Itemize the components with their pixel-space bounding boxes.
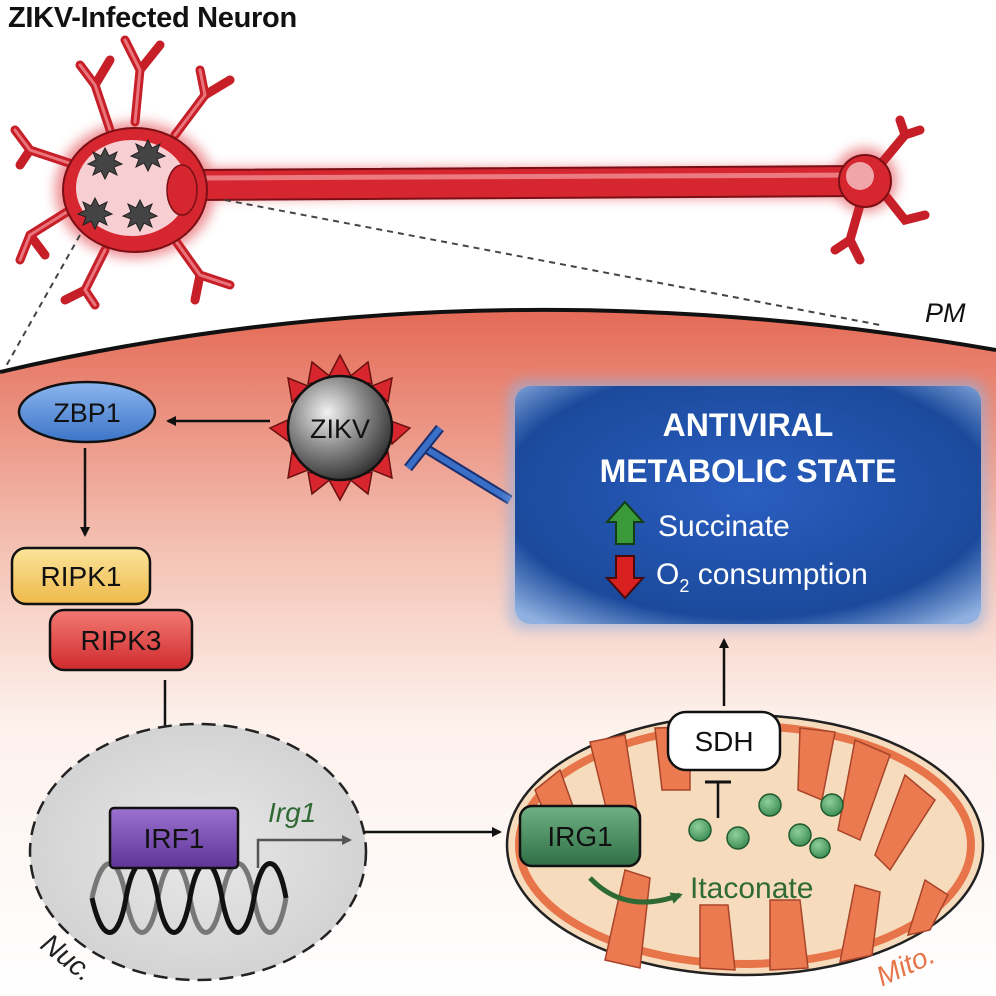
itaconate-label: Itaconate bbox=[690, 872, 813, 905]
up-arrow-icon bbox=[604, 500, 646, 545]
irf1-node: IRF1 bbox=[108, 806, 240, 870]
antiviral-state-box: ANTIVIRAL METABOLIC STATE Succinate O2 c… bbox=[508, 380, 986, 630]
o2-consumption-label: O2 consumption bbox=[656, 558, 868, 596]
succinate-label: Succinate bbox=[658, 510, 790, 543]
dna-helix bbox=[89, 861, 289, 935]
zoom-lines bbox=[4, 199, 881, 369]
antiviral-title-line2: METABOLIC STATE bbox=[600, 453, 897, 489]
irg1-gene-label: Irg1 bbox=[268, 797, 316, 828]
neuron-illustration bbox=[10, 35, 930, 310]
irf1-label: IRF1 bbox=[144, 823, 205, 854]
zbp1-label: ZBP1 bbox=[53, 398, 121, 428]
irg1-protein-node: IRG1 bbox=[518, 804, 642, 868]
sdh-label: SDH bbox=[694, 726, 753, 757]
itaconate-molecules bbox=[688, 793, 844, 859]
zikv-particle: ZIKV bbox=[268, 353, 412, 502]
irg1-produces-itaconate-arrow bbox=[588, 876, 683, 905]
nucleus: IRF1 Irg1 Nuc. bbox=[28, 722, 368, 987]
page-title: ZIKV-Infected Neuron bbox=[8, 2, 297, 34]
zikv-label: ZIKV bbox=[310, 414, 370, 444]
sdh-node: SDH bbox=[666, 710, 782, 772]
transcription-arrow bbox=[256, 835, 352, 868]
ripk3-label: RIPK3 bbox=[81, 625, 162, 656]
plasma-membrane bbox=[0, 307, 996, 374]
mitochondrion: IRG1 Itaconate SDH Mito. bbox=[505, 710, 985, 992]
ripk3-node: RIPK3 bbox=[48, 608, 194, 672]
irg1-protein-label: IRG1 bbox=[547, 821, 612, 852]
ripk1-label: RIPK1 bbox=[41, 561, 122, 592]
ripk1-node: RIPK1 bbox=[10, 546, 152, 606]
antiviral-inhibits-zikv bbox=[404, 424, 513, 505]
zbp1-node: ZBP1 bbox=[17, 380, 157, 444]
pm-label: PM bbox=[925, 298, 966, 328]
down-arrow-icon bbox=[604, 555, 646, 600]
antiviral-title-line1: ANTIVIRAL bbox=[663, 407, 834, 443]
